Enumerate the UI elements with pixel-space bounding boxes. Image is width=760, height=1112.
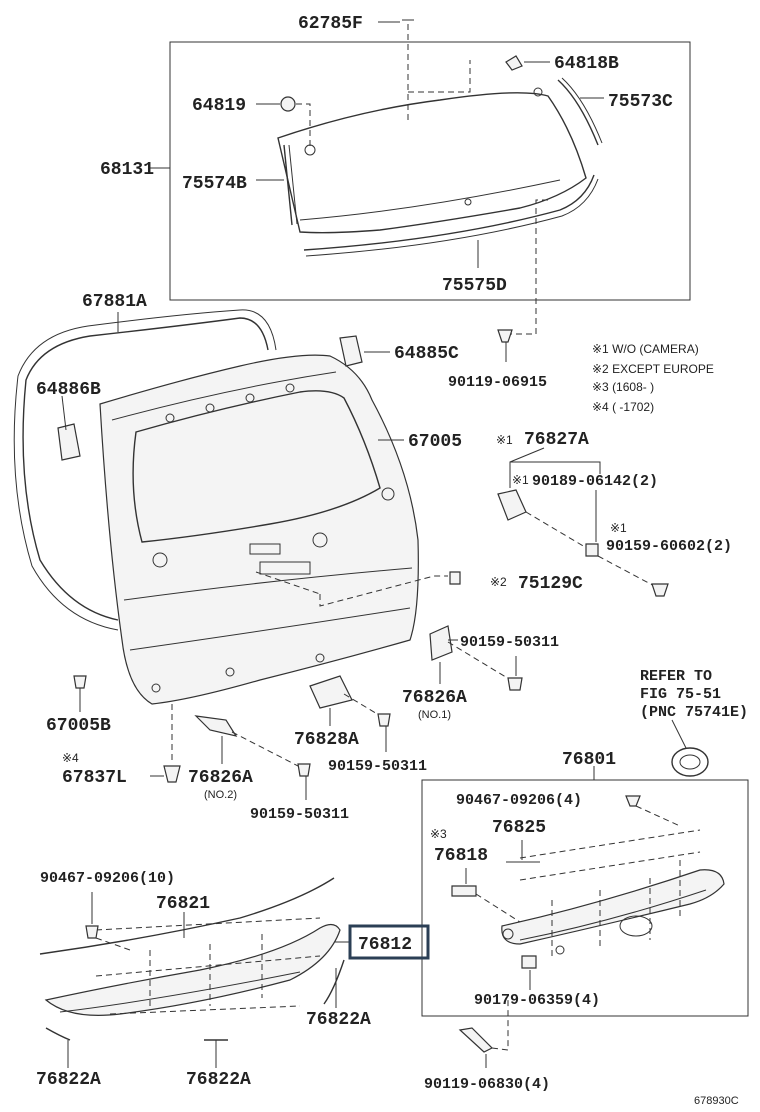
screw-90119-06915 xyxy=(497,329,513,343)
mark-90159-60602: ※1 xyxy=(610,521,627,535)
cushion-67005B xyxy=(73,675,87,689)
mark-76818: ※3 xyxy=(430,827,447,841)
screw-90467-09206-10 xyxy=(85,925,99,939)
label-67881A: 67881A xyxy=(82,292,147,312)
seal-76818 xyxy=(451,885,477,897)
label-64818B: 64818B xyxy=(554,54,619,74)
label-90467-09206-10: 90467-09206(10) xyxy=(40,870,175,887)
moulding-76822A-right xyxy=(323,959,345,1005)
label-76818: 76818 xyxy=(434,846,488,866)
label-90159-60602: 90159-60602(2) xyxy=(606,538,732,555)
emblem-75741E xyxy=(671,747,709,777)
refer-line1: REFER TO xyxy=(640,668,712,685)
mark-75129C: ※2 xyxy=(490,575,507,589)
label-90189-06142: 90189-06142(2) xyxy=(532,473,658,490)
figure-id: 678930C xyxy=(694,1095,739,1107)
lower-garnish-group xyxy=(39,877,430,1068)
bracket-76827A xyxy=(497,489,527,521)
bolt-90159-50311-c xyxy=(297,763,311,777)
door-window-opening xyxy=(132,390,381,543)
label-no2: (NO.2) xyxy=(204,789,237,801)
highlight-76812-box xyxy=(348,924,430,960)
back-glass-group xyxy=(150,19,691,335)
garnish-76811 xyxy=(501,869,725,945)
note-1: ※1 W/O (CAMERA) xyxy=(592,342,699,356)
label-76801: 76801 xyxy=(562,750,616,770)
label-62785F: 62785F xyxy=(298,14,363,34)
label-76822A-right: 76822A xyxy=(306,1010,371,1030)
label-76828A: 76828A xyxy=(294,730,359,750)
nut-90179-06359 xyxy=(521,955,537,969)
label-90159-50311-a: 90159-50311 xyxy=(460,634,559,651)
garnish-76821 xyxy=(39,877,335,955)
bolt-90119-06830 xyxy=(458,1027,494,1053)
label-76821: 76821 xyxy=(156,894,210,914)
back-window-glass xyxy=(277,92,587,234)
label-90119-06830: 90119-06830(4) xyxy=(424,1076,550,1093)
back-door-panel-group xyxy=(13,309,513,712)
lower-moulding xyxy=(303,174,595,251)
nut-90159-60602 xyxy=(585,543,599,557)
label-90467-09206-4: 90467-09206(4) xyxy=(456,792,582,809)
label-68131: 68131 xyxy=(100,160,154,180)
screw-90467-09206-4 xyxy=(625,795,641,807)
label-64885C: 64885C xyxy=(394,344,459,364)
label-76825: 76825 xyxy=(492,818,546,838)
garnish-76812 xyxy=(44,923,341,1016)
side-moulding-left xyxy=(283,144,293,226)
label-64886B: 64886B xyxy=(36,380,101,400)
clip-67837L xyxy=(163,765,181,783)
note-3: ※3 (1608- ) xyxy=(592,380,654,394)
bracket-64885C xyxy=(339,335,363,367)
side-moulding-right xyxy=(557,79,599,146)
label-90159-50311-c: 90159-50311 xyxy=(250,806,349,823)
label-76826A-no1: 76826A xyxy=(402,688,467,708)
bracket-76826A-no1 xyxy=(429,625,453,661)
label-75129C: 75129C xyxy=(518,574,583,594)
camera-bracket-group xyxy=(255,447,669,607)
garnish-group-box xyxy=(421,779,749,1017)
switch-75129C xyxy=(449,571,461,585)
stopper-64819 xyxy=(280,96,296,112)
label-90159-50311-b: 90159-50311 xyxy=(328,758,427,775)
back-door-67005 xyxy=(99,354,419,705)
refer-line3: (PNC 75741E) xyxy=(640,704,748,721)
label-76812: 76812 xyxy=(358,935,412,955)
label-75575D: 75575D xyxy=(442,276,507,296)
glass-inner-edge xyxy=(299,179,561,221)
label-64819: 64819 xyxy=(192,96,246,116)
bolt-90159-50311-a xyxy=(507,677,523,691)
weatherstrip-67881A xyxy=(22,317,269,621)
note-2: ※2 EXCEPT EUROPE xyxy=(592,362,714,376)
label-75574B: 75574B xyxy=(182,174,247,194)
label-67005: 67005 xyxy=(408,432,462,452)
bolt-90159-60602 xyxy=(651,583,669,597)
label-no1: (NO.1) xyxy=(418,709,451,721)
label-90179-06359: 90179-06359(4) xyxy=(474,992,600,1009)
label-90119-06915: 90119-06915 xyxy=(448,374,547,391)
label-76822A-center: 76822A xyxy=(186,1070,251,1090)
mark-90189-06142: ※1 xyxy=(512,473,529,487)
clip-64818B xyxy=(505,55,523,71)
back-glass-group-box xyxy=(169,41,691,301)
refer-line2: FIG 75-51 xyxy=(640,686,721,703)
label-67005B: 67005B xyxy=(46,716,111,736)
label-67837L: 67837L xyxy=(62,768,127,788)
mark-67837L: ※4 xyxy=(62,751,79,765)
garnish-brackets-group xyxy=(150,625,523,800)
label-76827A: 76827A xyxy=(524,430,589,450)
label-76822A-left: 76822A xyxy=(36,1070,101,1090)
bracket-64886B xyxy=(57,423,81,461)
bracket-76826A-no2 xyxy=(194,715,238,737)
label-75573C: 75573C xyxy=(608,92,673,112)
label-76826A-no2: 76826A xyxy=(188,768,253,788)
bracket-76828A xyxy=(309,675,353,709)
note-4: ※4 ( -1702) xyxy=(592,400,654,414)
moulding-76822A-left xyxy=(45,1027,71,1041)
mark-76827A: ※1 xyxy=(496,433,513,447)
bolt-90159-50311-b xyxy=(377,713,391,727)
garnish-group-76801 xyxy=(421,719,749,1068)
